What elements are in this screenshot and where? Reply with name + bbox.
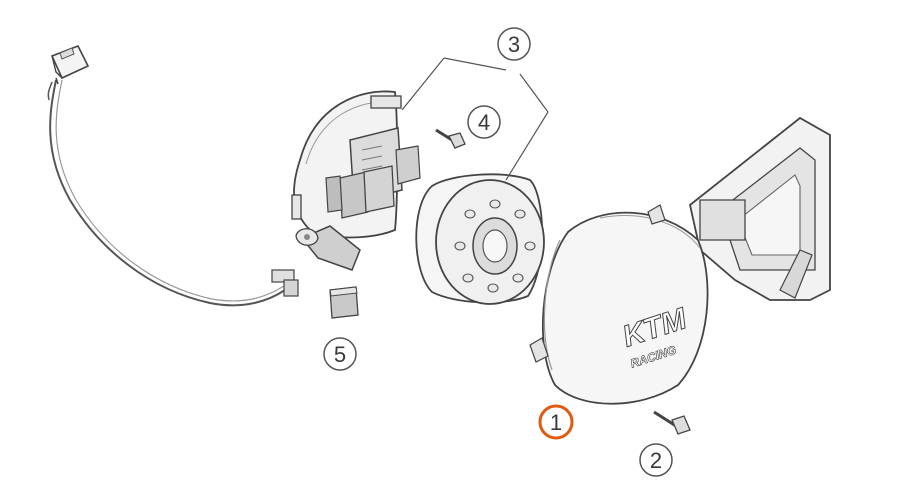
- spare-pad: [329, 286, 359, 319]
- pickup-sensor: [271, 225, 361, 297]
- callout-4-label: 4: [478, 110, 490, 135]
- callout-2[interactable]: 2: [639, 443, 673, 477]
- callout-5[interactable]: 5: [323, 337, 357, 371]
- callout-1-label: 1: [550, 410, 562, 435]
- housing-bracket: [688, 116, 831, 301]
- stator-coil: [325, 127, 421, 219]
- flywheel-rotor: [415, 173, 545, 305]
- callout-4[interactable]: 4: [467, 105, 501, 139]
- plug-connector: [50, 44, 90, 85]
- callout-2-label: 2: [650, 448, 662, 473]
- callout-3[interactable]: 3: [497, 27, 531, 61]
- callout-3-label: 3: [508, 32, 520, 57]
- stator-screw: [435, 128, 466, 149]
- callout-5-label: 5: [334, 342, 346, 367]
- ignition-cover: KTM RACING: [529, 204, 709, 405]
- cover-screw: [653, 410, 691, 435]
- wiring-harness: [47, 79, 286, 307]
- callout-3-leaders: [401, 57, 549, 181]
- callout-1[interactable]: 1: [538, 404, 574, 440]
